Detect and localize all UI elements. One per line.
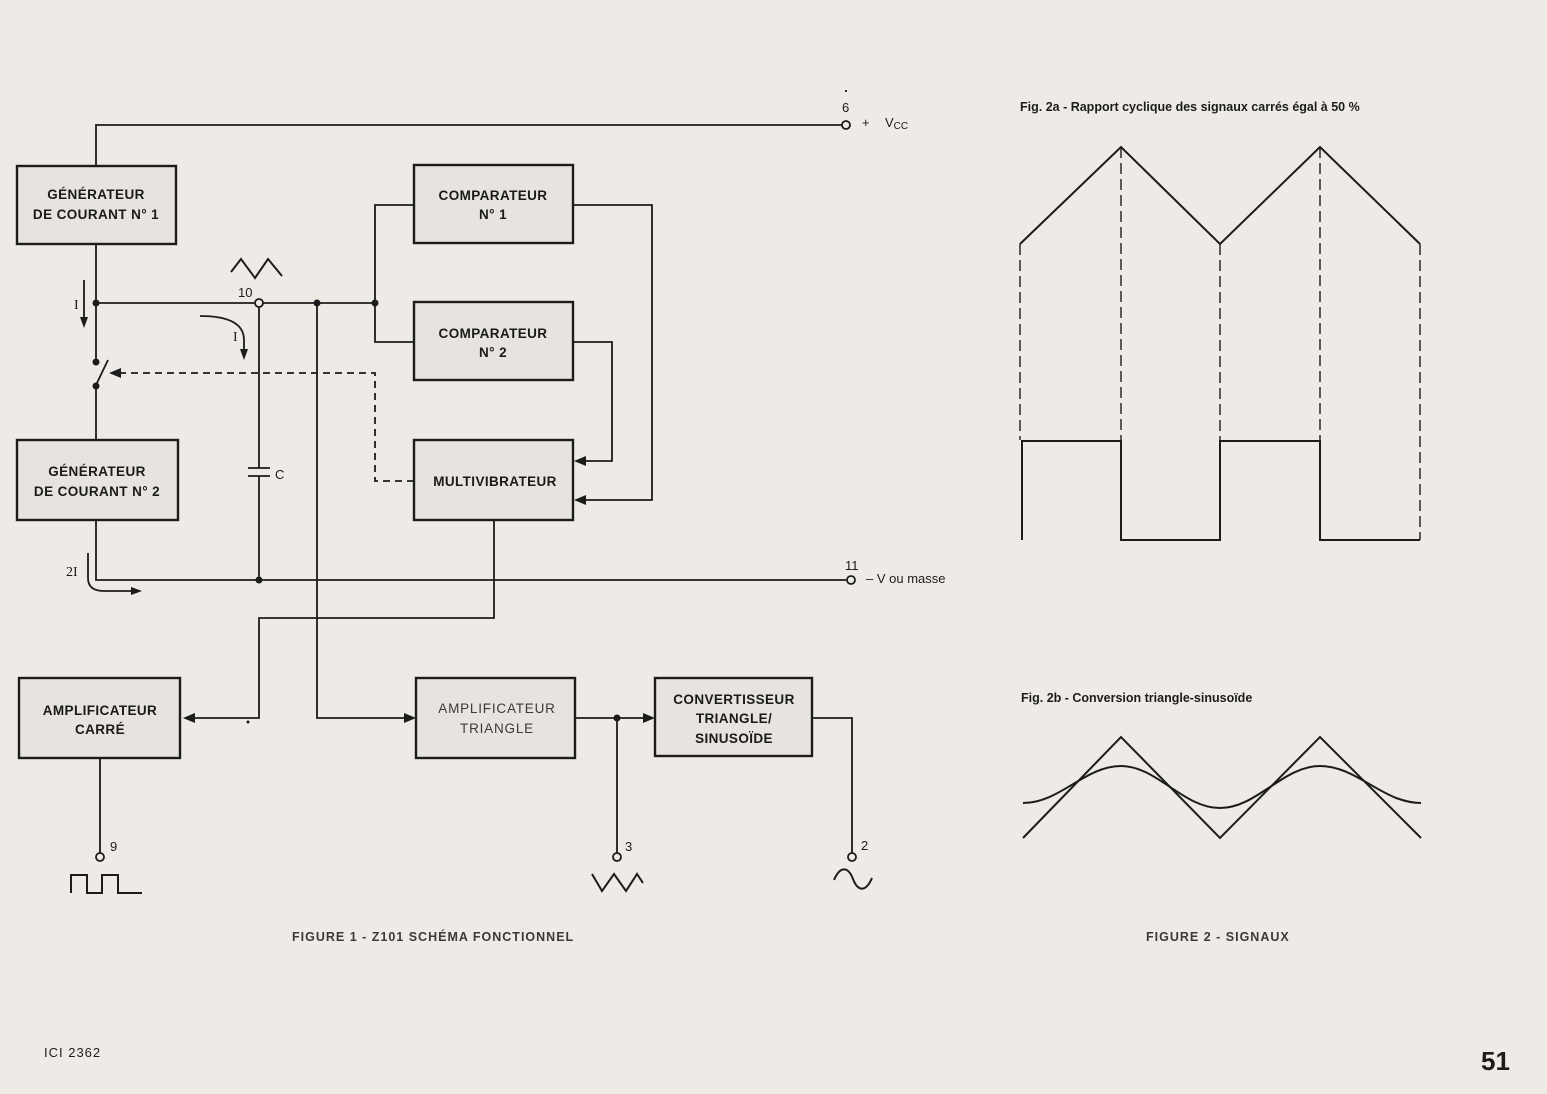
sine-wave-icon [833,868,873,890]
fig2a-triangle-wave [1019,145,1421,246]
block-gen2: GÉNÉRATEUR DE COURANT N° 2 [15,438,180,522]
pin11-label: 11 [845,558,859,573]
multivib-to-square-wire [193,520,495,719]
converter-arrow [643,713,655,723]
amp-square-label-line2: CARRÉ [75,722,125,737]
vneg-label: – V ou masse [866,571,946,586]
page-number: 51 [1481,1046,1510,1076]
comparator-inputs-wire [374,204,414,343]
junction-dot [255,576,263,584]
sine-output-wire [812,717,853,855]
gen2-label-line1: GÉNÉRATEUR [48,464,146,479]
converter-label-line2: TRIANGLE/ [696,711,772,726]
fig2a-plot [1019,145,1421,541]
vcc-sub: CC [894,121,908,132]
comp1-label-line1: COMPARATEUR [439,188,548,203]
converter-label-line3: SINUSOÏDE [695,731,773,746]
junction-dot [92,299,100,307]
vcc-rail [95,124,846,166]
switch-contact [92,382,100,390]
block-converter: CONVERTISSEUR TRIANGLE/ SINUSOÏDE [653,676,814,758]
current-i2-arrow-line [199,315,245,352]
junction-dot [613,714,621,722]
junction-dot [313,299,321,307]
multivib-label: MULTIVIBRATEUR [433,474,557,489]
current-2i-arrow-head [131,587,142,595]
current-arrows [80,280,248,595]
pin9-label: 9 [110,839,117,854]
waveform-icons [70,257,873,894]
amp-triangle-label-line2: TRIANGLE [460,721,534,736]
block-comparator2: COMPARATEUR N° 2 [412,300,575,382]
triangle-amp-arrow [404,713,416,723]
pin3-label: 3 [625,839,632,854]
figure1-labels: 6 + VCC 10 11 – V ou masse 9 3 2 C I I 2… [66,100,946,854]
fig2b-title: Fig. 2b - Conversion triangle-sinusoïde [1021,691,1252,705]
ground-rail [95,520,846,581]
gen1-label-line1: GÉNÉRATEUR [47,187,145,202]
junction-dot [371,299,379,307]
amp-square-label-line1: AMPLIFICATEUR [43,703,157,718]
gen2-label-line2: DE COURANT N° 2 [34,484,160,499]
vcc-sign: + [862,115,870,130]
block-multivibrator: MULTIVIBRATEUR [412,438,575,522]
current-i1-arrow-head [80,317,88,328]
fig2a-title: Fig. 2a - Rapport cyclique des signaux c… [1020,100,1360,114]
comp2-label-line2: N° 2 [479,345,507,360]
comp2-output-wire [573,341,613,462]
terminal-pin11 [846,575,856,585]
block-comparator1: COMPARATEUR N° 1 [412,163,575,245]
vcc-main: V [885,115,894,130]
amp-triangle-label-line1: AMPLIFICATEUR [438,701,555,716]
current-2i-label: 2I [66,565,78,580]
comp1-label-line2: N° 1 [479,207,507,222]
comp1-output-wire [573,204,653,501]
pin2-label: 2 [861,838,868,853]
comp2-label-line1: COMPARATEUR [439,326,548,341]
block-amp-square: AMPLIFICATEUR CARRÉ [17,676,182,760]
triangle-wave-icon [230,257,283,280]
fig2b-triangle-wave [1022,735,1422,840]
block-amp-triangle: AMPLIFICATEUR TRIANGLE [414,676,577,760]
pin10-label: 10 [238,285,252,300]
current-i2-arrow-head [240,349,248,360]
figure1-caption: FIGURE 1 - Z101 SCHÉMA FONCTIONNEL [292,929,574,944]
capacitor-label: C [275,467,284,482]
terminal-pin6 [841,120,851,130]
vcc-label: VCC [885,115,908,132]
square-amp-arrow [183,713,195,723]
converter-label-line1: CONVERTISSEUR [673,692,794,707]
footer-code: ICI 2362 [44,1045,101,1060]
switch-control-arrow [109,368,121,378]
print-speck [246,720,250,724]
fig2b-plot [1022,735,1422,840]
comp1-arrow [574,495,586,505]
gen1-label-line2: DE COURANT N° 1 [33,207,159,222]
terminal-pin3 [612,852,622,862]
terminal-pin2 [847,852,857,862]
block-gen1: GÉNÉRATEUR DE COURANT N° 1 [15,164,178,246]
switch-blade [95,359,109,386]
triangle-to-amp-wire [316,303,406,719]
current-i2-label: I [233,330,238,345]
pin6-label: 6 [842,100,849,115]
terminal-pin10 [254,298,264,308]
figure1-wiring [92,90,857,862]
comp2-arrow [574,456,586,466]
square-wave-icon [70,874,142,894]
current-2i-arrow-line [87,553,133,592]
current-i1-label: I [74,298,79,313]
figure2-caption: FIGURE 2 - SIGNAUX [1146,930,1290,944]
triangle-output-wave-icon [591,872,644,893]
switch-contact [92,358,100,366]
fig2a-square-wave [1021,440,1420,541]
terminal-pin9 [95,852,105,862]
fig2b-sine-wave [1022,764,1422,810]
